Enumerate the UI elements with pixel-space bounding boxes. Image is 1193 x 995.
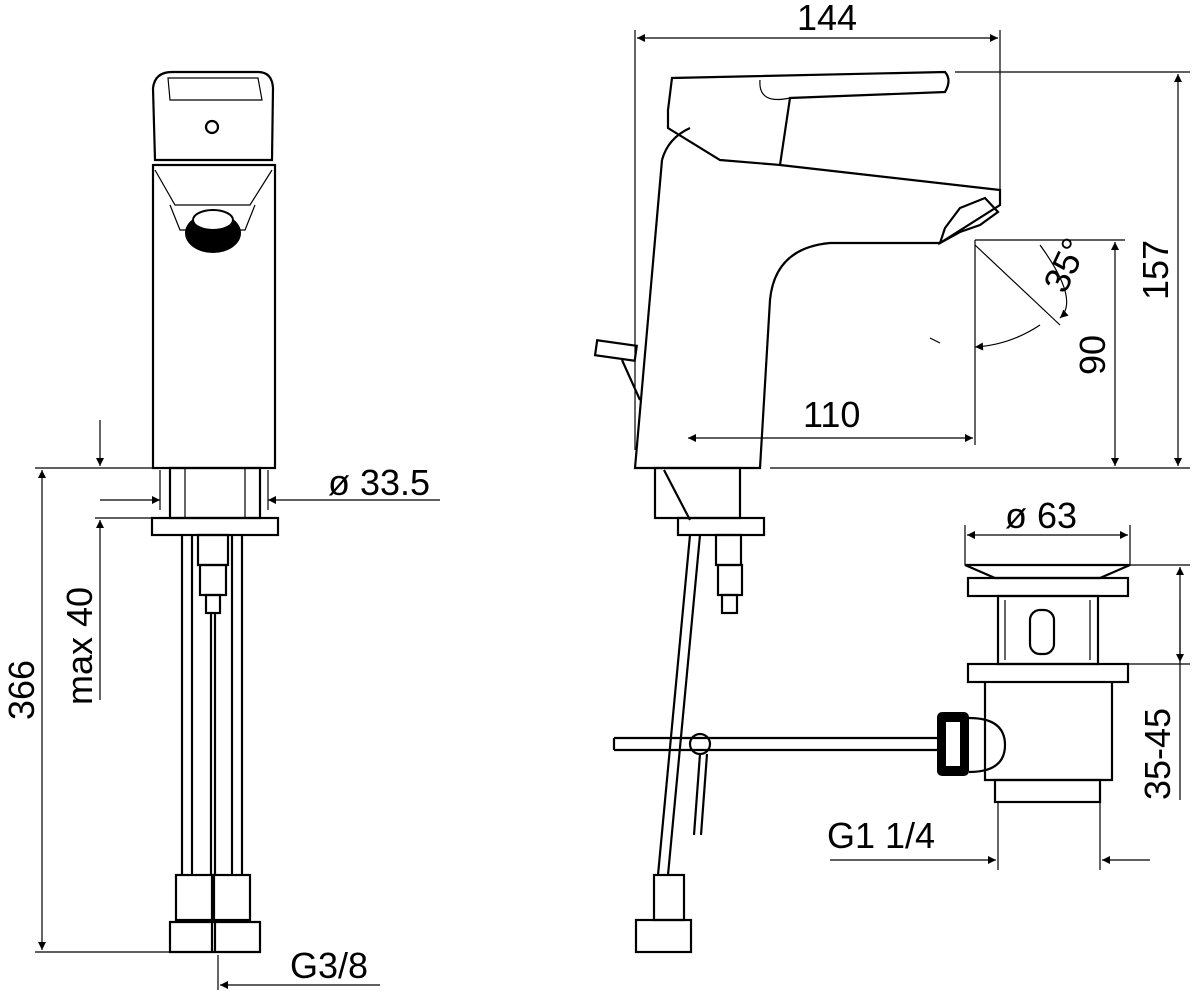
drain-thread-label: G1 1/4 <box>827 815 935 856</box>
hose-thread-label: G3/8 <box>290 945 368 986</box>
hose-length-label: 366 <box>1 660 42 720</box>
drain-diameter-label: ø 63 <box>1005 495 1077 536</box>
width-total-label: 144 <box>797 0 857 38</box>
front-view <box>150 70 280 954</box>
side-view <box>593 70 1002 954</box>
drain-dimensions <box>830 525 1190 870</box>
angle-label: 35° <box>1035 232 1095 299</box>
spout-height-label: 90 <box>1072 335 1113 375</box>
spout-reach-label: 110 <box>803 394 860 435</box>
drain-range-label: 35-45 <box>1137 708 1178 800</box>
drain-view <box>937 563 1131 804</box>
front-dimensions <box>35 420 440 990</box>
body-diameter-label: ø 33.5 <box>328 462 430 503</box>
max-thickness-label: max 40 <box>59 587 100 705</box>
height-total-label: 157 <box>1135 240 1176 300</box>
side-dimensions <box>634 30 1190 469</box>
